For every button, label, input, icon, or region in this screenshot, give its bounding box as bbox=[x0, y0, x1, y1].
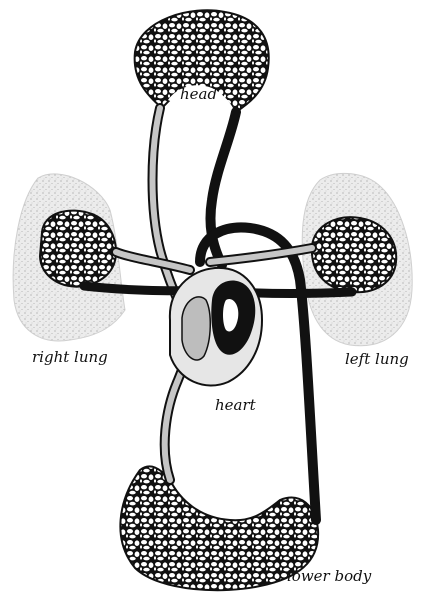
left-lung-capillary-bed bbox=[312, 217, 396, 292]
heart-label: heart bbox=[215, 398, 256, 413]
head-artery bbox=[210, 112, 236, 265]
lower-body-label: lower body bbox=[287, 569, 371, 584]
left-lung-label: left lung bbox=[345, 352, 409, 367]
right-lung-label: right lung bbox=[32, 350, 108, 365]
head-label: head bbox=[180, 87, 217, 102]
right-lung-capillary-bed bbox=[40, 211, 116, 287]
heart-shape bbox=[170, 268, 262, 386]
